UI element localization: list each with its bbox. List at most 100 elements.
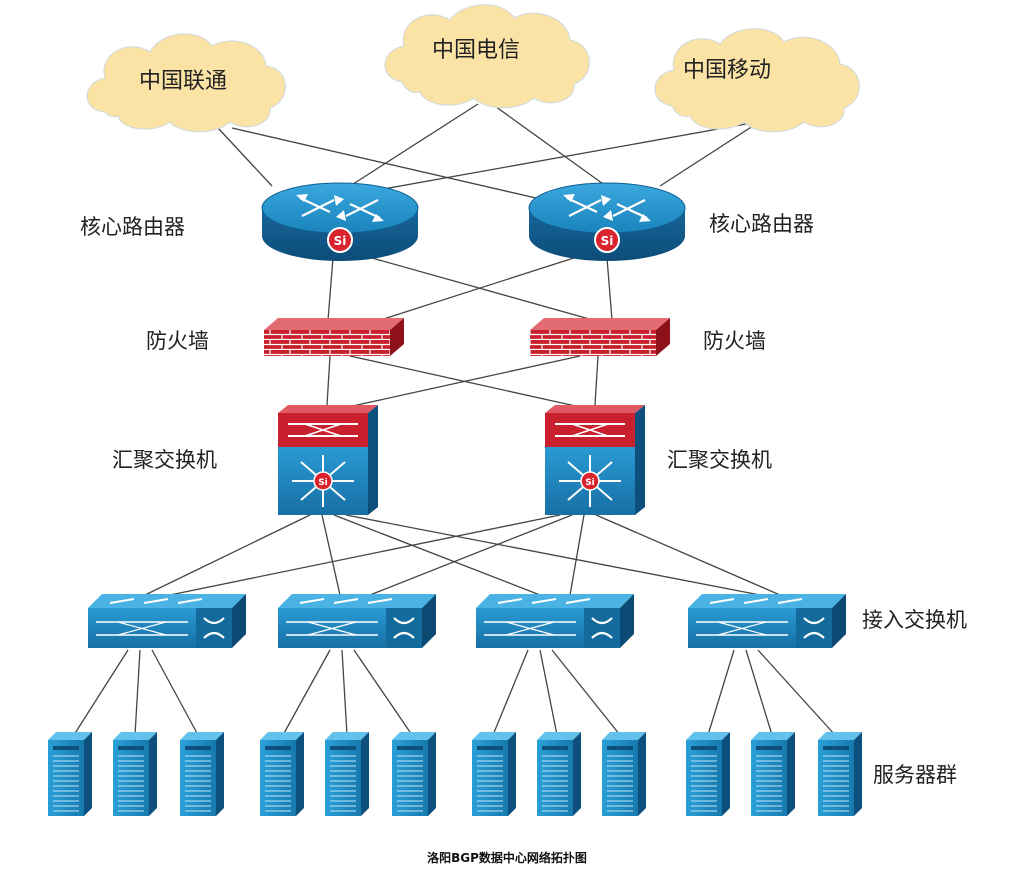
switch-side	[232, 594, 246, 648]
link-agg-left-acc-4	[345, 514, 761, 596]
arrow-line	[109, 598, 135, 604]
cloud-mobile: 中国移动	[654, 28, 860, 133]
agg-badge-label: Si	[318, 478, 328, 488]
server-icon	[392, 732, 436, 816]
arrow-line	[709, 598, 735, 604]
switch-module	[196, 608, 232, 648]
server-top	[751, 732, 795, 740]
server-bay	[756, 746, 782, 750]
arrow-line	[367, 598, 393, 604]
link-telecom-router-left	[349, 103, 479, 187]
server-icon	[537, 732, 581, 816]
server-icon	[751, 732, 795, 816]
switch-x-icon	[393, 617, 415, 639]
agg-side	[635, 405, 645, 515]
server-icon	[602, 732, 646, 816]
switch-x-icon	[591, 617, 613, 639]
cloud-label: 中国联通	[139, 69, 227, 94]
server-side	[361, 732, 369, 816]
link-agg-right-acc-4	[595, 514, 781, 596]
switch-top	[88, 594, 246, 608]
link-router-right-fw-left	[373, 255, 581, 323]
server-bay	[691, 746, 717, 750]
server-front	[325, 740, 361, 816]
link-acc3-srv1	[492, 649, 529, 736]
link-acc1-srv1	[71, 649, 129, 739]
link-unicom-router-left	[217, 127, 273, 187]
server-front	[48, 740, 84, 816]
link-acc4-srv2	[745, 649, 773, 736]
server-bay	[607, 746, 633, 750]
server-side	[573, 732, 581, 816]
diagram-caption: 洛阳BGP数据中心网络拓扑图	[427, 850, 587, 865]
firewall-side	[656, 318, 670, 356]
arrow-line	[743, 598, 769, 604]
label-firewall-left: 防火墙	[146, 329, 209, 353]
server-front	[472, 740, 508, 816]
server-top	[537, 732, 581, 740]
core-router-right: Si	[528, 182, 686, 261]
link-agg-right-acc-3	[569, 514, 585, 596]
label-access-switch: 接入交换机	[862, 608, 967, 632]
link-telecom-router-right	[491, 103, 607, 187]
server-side	[296, 732, 304, 816]
server-top	[602, 732, 646, 740]
server-side	[787, 732, 795, 816]
router-top	[528, 182, 686, 234]
server-bay	[265, 746, 291, 750]
router-top	[261, 182, 419, 234]
firewall-left	[264, 318, 404, 356]
router-badge-label: Si	[601, 234, 614, 248]
label-server-group: 服务器群	[873, 763, 957, 787]
server-front	[392, 740, 428, 816]
links	[71, 103, 836, 739]
server-side	[638, 732, 646, 816]
link-acc4-srv1	[707, 649, 735, 736]
firewall-right	[530, 318, 670, 356]
server-top	[392, 732, 436, 740]
link-acc3-srv3	[551, 649, 621, 736]
cloud-unicom: 中国联通	[86, 33, 286, 133]
access-switch	[88, 594, 246, 648]
arrow-line	[531, 598, 557, 604]
link-acc2-srv1	[282, 649, 331, 736]
server-front	[260, 740, 296, 816]
cloud-icon	[654, 28, 860, 133]
firewall-top	[264, 318, 404, 330]
link-acc1-srv2	[134, 649, 141, 736]
access-switches	[88, 594, 846, 648]
link-router-left-fw-left	[327, 257, 334, 321]
aggregation-switch-right: Si	[545, 405, 645, 515]
link-fw-right-agg-left	[347, 355, 581, 408]
server-top	[686, 732, 730, 740]
si-badge-icon	[594, 227, 620, 253]
arrow-line	[177, 598, 203, 604]
link-fw-right-agg-right	[594, 355, 599, 406]
si-badge-icon	[327, 227, 353, 253]
label-firewall-right: 防火墙	[703, 329, 766, 353]
server-icon	[472, 732, 516, 816]
arrow-line	[565, 598, 591, 604]
switch-module	[386, 608, 422, 648]
switch-top	[476, 594, 634, 608]
cross-arrows-icon	[304, 423, 342, 437]
link-agg-left-acc-3	[333, 514, 541, 596]
link-router-right-fw-right	[606, 257, 613, 321]
label-core-router-right: 核心路由器	[709, 212, 814, 236]
server-side	[216, 732, 224, 816]
server-icon	[686, 732, 730, 816]
server-icon	[48, 732, 92, 816]
label-aggregation-right: 汇聚交换机	[667, 448, 772, 472]
arrow-line	[497, 598, 523, 604]
firewall-icon	[264, 330, 390, 356]
cloud-label: 中国电信	[432, 38, 520, 63]
switch-module	[584, 608, 620, 648]
server-front	[602, 740, 638, 816]
server-side	[722, 732, 730, 816]
cross-arrows-icon	[717, 621, 767, 636]
server-top	[113, 732, 157, 740]
link-unicom-router-right	[231, 127, 563, 205]
link-router-left-fw-right	[364, 255, 601, 323]
link-agg-right-acc-1	[169, 514, 561, 596]
server-group	[48, 732, 862, 816]
